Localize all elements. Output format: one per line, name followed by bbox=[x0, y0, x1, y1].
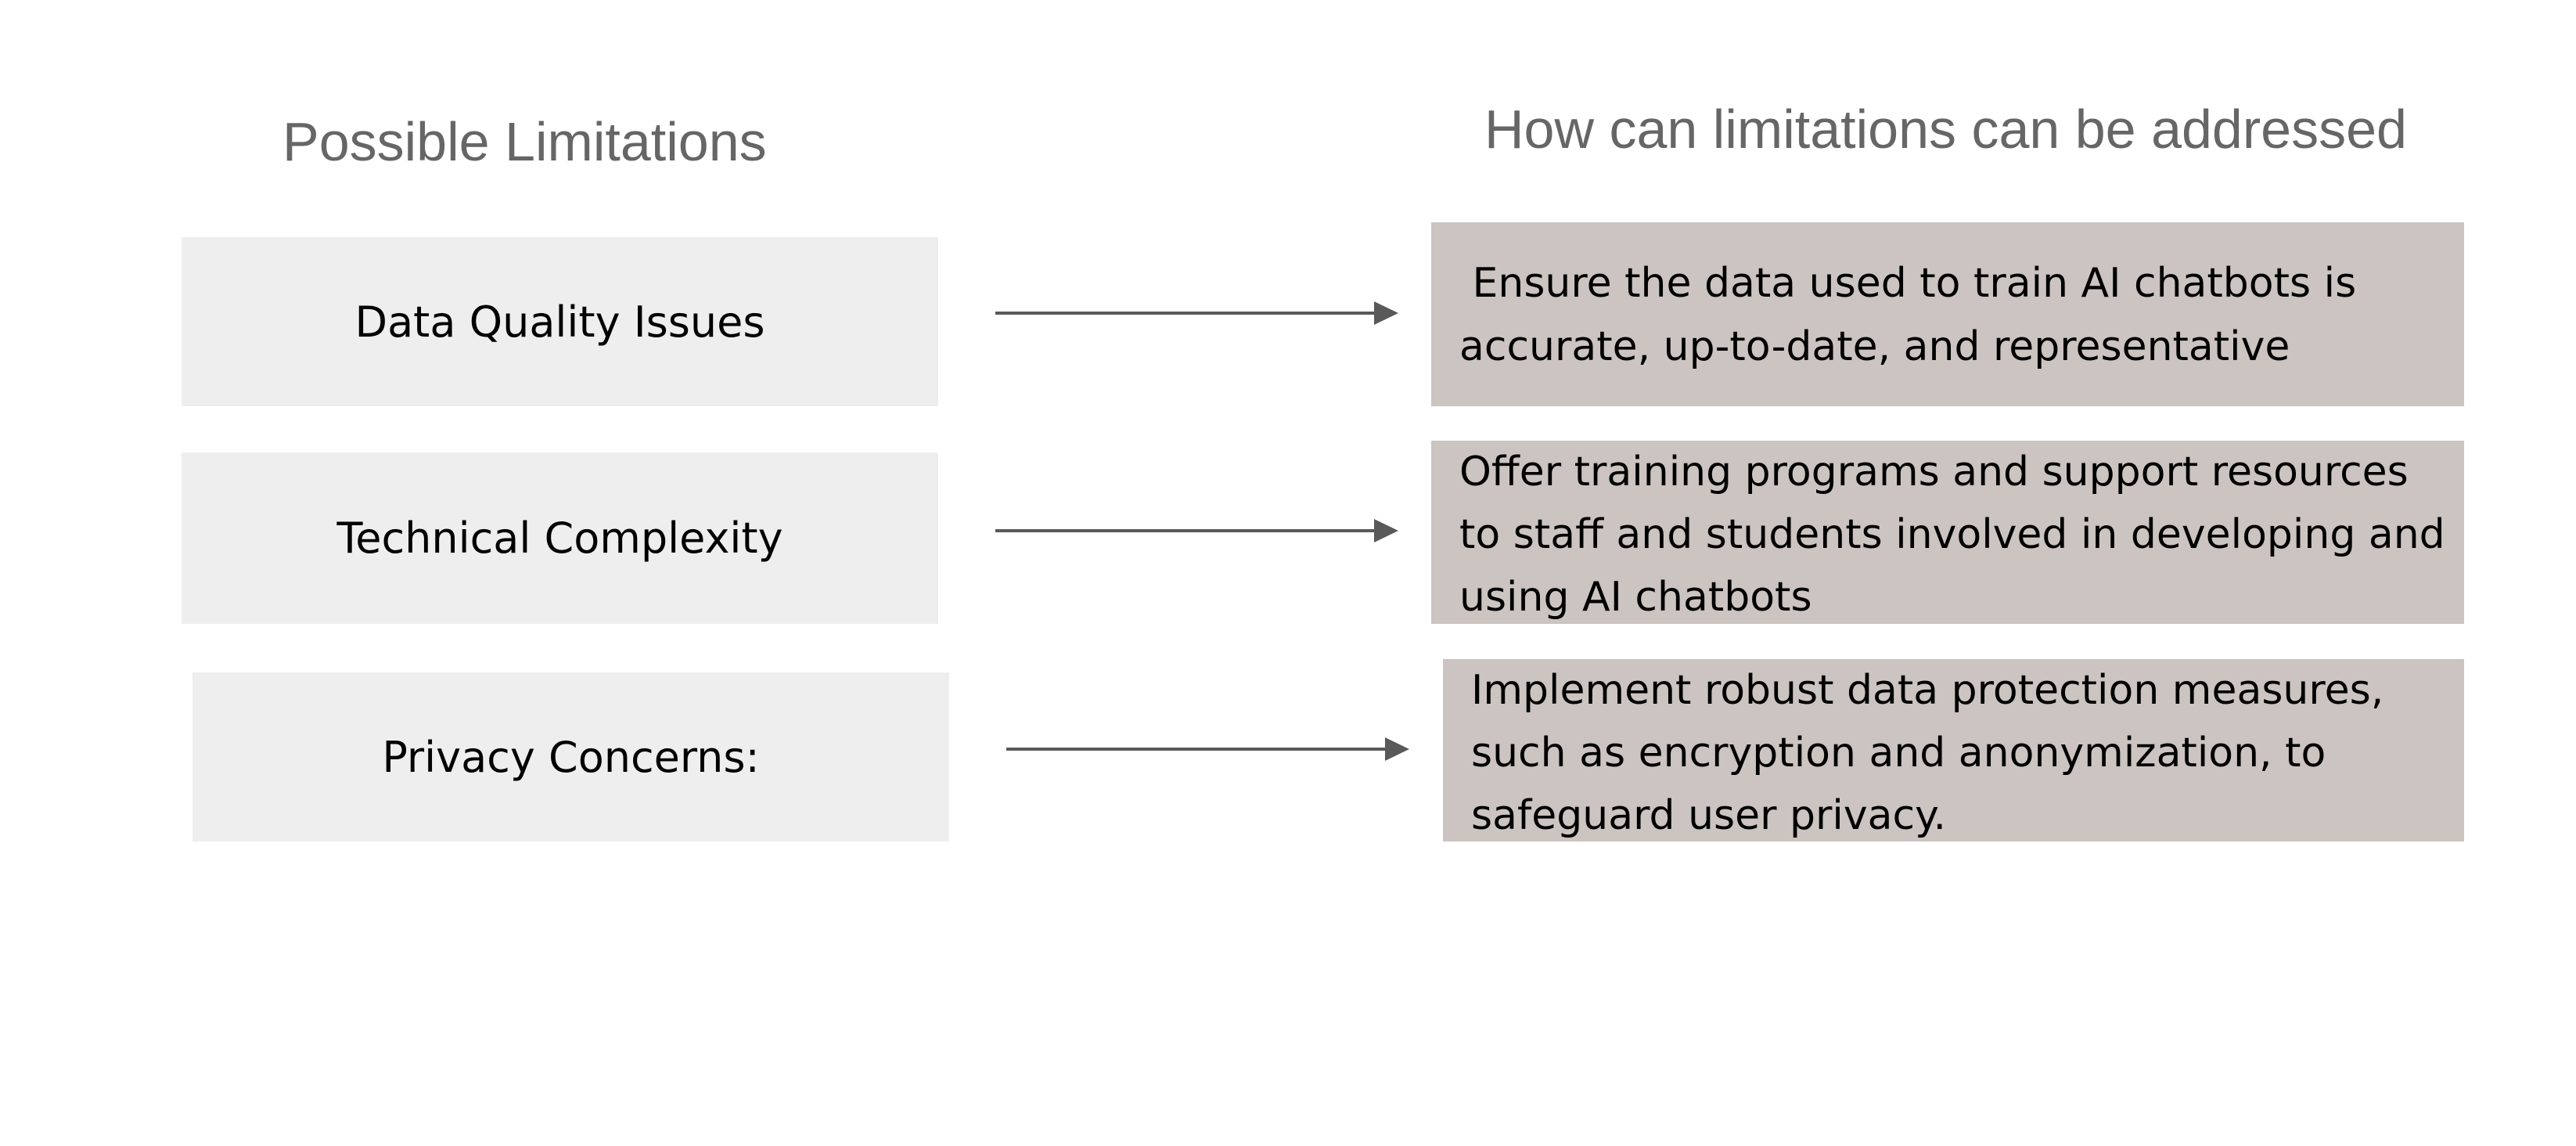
limitation-box-technical-complexity: Technical Complexity bbox=[182, 452, 938, 624]
limitation-box-data-quality: Data Quality Issues bbox=[182, 237, 938, 406]
remedy-line: safeguard user privacy. bbox=[1471, 792, 1946, 839]
remedy-box-technical-complexity: Offer training programs and support reso… bbox=[1431, 441, 2464, 624]
limitation-label: Data Quality Issues bbox=[354, 297, 765, 347]
limitation-box-privacy: Privacy Concerns: bbox=[192, 672, 949, 841]
remedy-line: accurate, up-to-date, and representative bbox=[1459, 323, 2290, 370]
limitation-label: Technical Complexity bbox=[336, 514, 783, 563]
remedy-box-data-quality: Ensure the data used to train AI chatbot… bbox=[1431, 222, 2464, 406]
limitation-label: Privacy Concerns: bbox=[382, 732, 760, 782]
remedy-line: to staff and students involved in develo… bbox=[1459, 511, 2445, 558]
arrow-3 bbox=[1006, 737, 1409, 761]
arrow-1 bbox=[995, 301, 1398, 325]
remedy-line: Ensure the data used to train AI chatbot… bbox=[1459, 260, 2357, 307]
arrow-2 bbox=[995, 519, 1398, 542]
remedy-line: using AI chatbots bbox=[1459, 574, 1812, 621]
remedy-line: such as encryption and anonymization, to bbox=[1471, 730, 2326, 777]
remedy-line: Offer training programs and support reso… bbox=[1459, 449, 2409, 496]
remedy-box-privacy: Implement robust data protection measure… bbox=[1443, 659, 2464, 841]
left-column-heading: Possible Limitations bbox=[282, 111, 767, 172]
remedy-line: Implement robust data protection measure… bbox=[1471, 667, 2384, 714]
right-column-heading: How can limitations can be addressed bbox=[1484, 99, 2407, 160]
